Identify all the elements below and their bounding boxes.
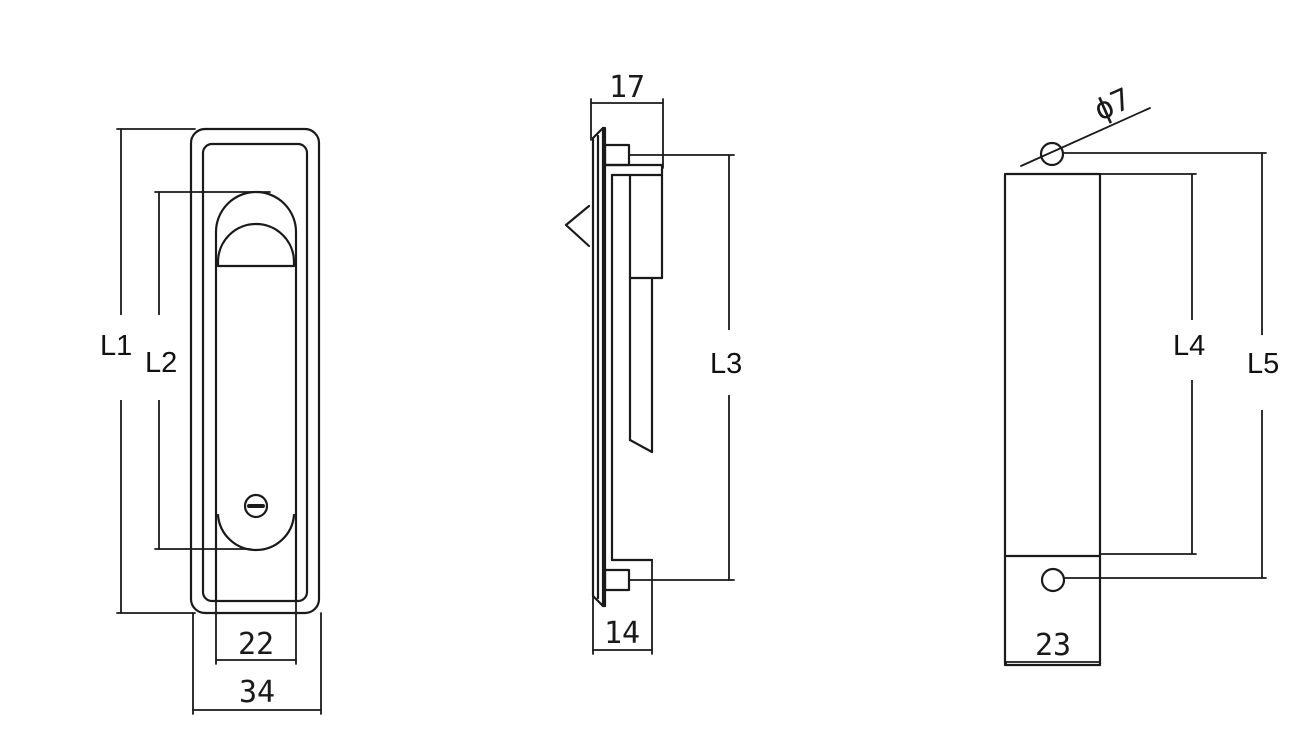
dim-34-text: 34 [239,675,275,710]
mounting-hole-bottom-icon [1040,567,1066,593]
l2-label: L2 [145,347,177,379]
front-outer-frame [189,127,321,615]
mounting-hole-top-icon [1039,141,1065,167]
label-mask-l4 [1165,320,1215,380]
side-view: 17 14 L3 [564,70,845,655]
dim-23-text: 23 [1035,628,1071,663]
back-view: ϕ7 L4 L5 23 [1003,82,1290,667]
front-inner-frame [201,142,309,603]
l3-label: L3 [710,348,742,380]
keyhole-icon [243,493,269,519]
side-handle-nose [564,204,591,248]
l4-label: L4 [1173,330,1205,362]
side-stud-bottom [603,568,631,592]
phi7-text: ϕ7 [1089,82,1136,129]
label-mask-l5 [1220,335,1290,410]
l1-label: L1 [100,330,132,362]
front-handle-cup [216,222,296,267]
dim-14-text: 14 [604,616,640,651]
side-body-chamfer [628,438,654,454]
side-stud-top [603,143,631,167]
front-view: L1 L2 22 34 [88,127,322,715]
phi7-leader [1020,107,1151,167]
front-handle-lower-end [216,513,296,552]
label-mask-l1-l2 [88,315,170,400]
dim-22-text: 22 [238,627,274,662]
l5-label: L5 [1247,348,1279,380]
dim-17-text: 17 [609,70,645,105]
label-mask-l3 [690,330,845,395]
back-plate [1003,172,1102,667]
